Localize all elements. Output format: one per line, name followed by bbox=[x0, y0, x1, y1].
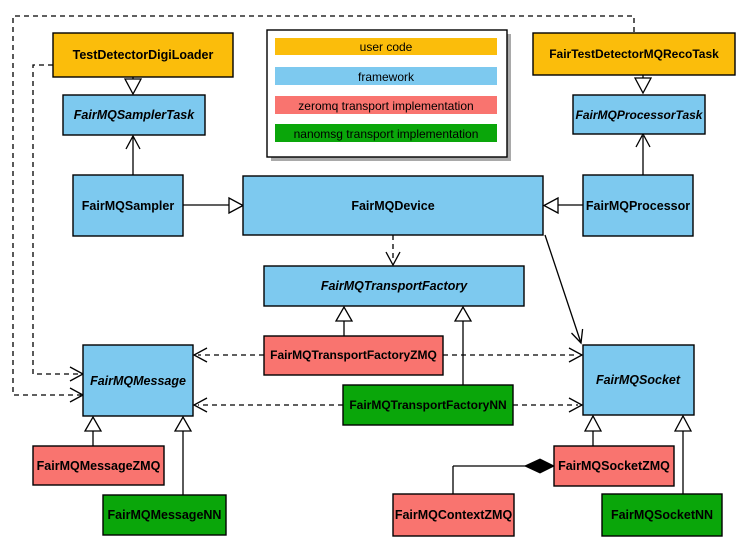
hollow-triangle-icon bbox=[583, 414, 603, 432]
node-fairmqmessagenn: FairMQMessageNN bbox=[102, 494, 227, 536]
node-label: FairMQTransportFactoryNN bbox=[349, 398, 506, 412]
edge-device-to-socket-association bbox=[544, 234, 584, 345]
node-label: FairMQSamplerTask bbox=[74, 108, 195, 122]
legend-label: user code bbox=[360, 40, 413, 54]
filled-diamond-icon bbox=[523, 458, 556, 474]
open-arrowhead-icon bbox=[125, 134, 141, 150]
edge-device-to-factory-dependency bbox=[385, 235, 401, 267]
edge-factoryzmq-to-message-dependency bbox=[192, 347, 264, 363]
node-fairmqsocketzmq: FairMQSocketZMQ bbox=[553, 445, 675, 487]
edge-factoryzmq-to-socket-dependency bbox=[443, 347, 584, 363]
open-arrowhead-icon bbox=[568, 347, 584, 363]
node-fairmqtransportfactoryzmq: FairMQTransportFactoryZMQ bbox=[263, 335, 444, 376]
edge-socketzmq-to-socket-inheritance bbox=[583, 414, 603, 446]
legend-swatch-zeromq bbox=[275, 96, 497, 114]
edge-messagenn-to-message-inheritance bbox=[173, 415, 193, 495]
hollow-triangle-icon bbox=[123, 78, 143, 96]
node-label: FairTestDetectorMQRecoTask bbox=[549, 47, 719, 61]
node-fairmqcontextzmq: FairMQContextZMQ bbox=[392, 493, 515, 537]
node-fairmqsocketnn: FairMQSocketNN bbox=[601, 493, 723, 537]
node-label: FairMQProcessorTask bbox=[576, 108, 704, 122]
node-label: FairMQSocketZMQ bbox=[558, 459, 670, 473]
node-label: FairMQMessage bbox=[90, 374, 186, 388]
node-label: FairMQSocketNN bbox=[611, 508, 713, 522]
legend-label: framework bbox=[358, 70, 415, 84]
node-fairmqmessage: FairMQMessage bbox=[82, 344, 194, 417]
hollow-triangle-icon bbox=[453, 305, 473, 322]
open-arrowhead-icon bbox=[192, 397, 208, 413]
node-label: FairMQSampler bbox=[82, 199, 175, 213]
hollow-triangle-icon bbox=[83, 415, 103, 432]
node-fairmqtransportfactory: FairMQTransportFactory bbox=[263, 265, 525, 307]
edge-factorynn-to-message-dependency bbox=[192, 397, 343, 413]
node-fairmqsampler: FairMQSampler bbox=[72, 174, 184, 237]
node-label: FairMQTransportFactoryZMQ bbox=[270, 348, 437, 362]
edge-tddl-to-samplertask-inheritance bbox=[123, 77, 143, 96]
hollow-triangle-icon bbox=[228, 196, 245, 215]
node-fairmqtransportfactorynn: FairMQTransportFactoryNN bbox=[342, 384, 514, 426]
hollow-triangle-icon bbox=[633, 77, 653, 95]
node-testdetectordigiloader: TestDetectorDigiLoader bbox=[52, 32, 234, 78]
node-fairmqprocessortask: FairMQProcessorTask bbox=[572, 94, 706, 135]
node-label: FairMQMessageNN bbox=[108, 508, 222, 522]
edge-factoryzmq-to-factory-inheritance bbox=[334, 305, 354, 336]
edge-socketnn-to-socket-inheritance bbox=[673, 414, 693, 494]
node-label: FairMQDevice bbox=[351, 199, 434, 213]
node-fairmqdevice: FairMQDevice bbox=[242, 175, 544, 236]
hollow-triangle-icon bbox=[334, 305, 354, 322]
node-label: FairMQProcessor bbox=[586, 199, 690, 213]
edge-sampler-to-samplertask-association bbox=[125, 134, 141, 175]
node-fairmqprocessor: FairMQProcessor bbox=[582, 174, 694, 237]
open-arrowhead-icon bbox=[568, 397, 584, 413]
node-label: FairMQContextZMQ bbox=[395, 508, 513, 522]
edge-factorynn-to-factory-inheritance bbox=[453, 305, 473, 385]
open-arrowhead-icon bbox=[192, 347, 208, 363]
legend-swatch-nanomsg bbox=[275, 124, 497, 142]
node-label: FairMQSocket bbox=[596, 373, 681, 387]
open-arrowhead-icon bbox=[571, 328, 584, 345]
edge-socketzmq-contextzmq-composition bbox=[452, 458, 556, 494]
edge-processor-to-device-inheritance bbox=[542, 196, 583, 215]
legend-swatch-user-code bbox=[275, 38, 497, 55]
edge-recotask-to-processortask-inheritance bbox=[633, 75, 653, 95]
hollow-triangle-icon bbox=[542, 196, 559, 215]
node-fairmqmessagezmq: FairMQMessageZMQ bbox=[32, 445, 165, 486]
node-fairmqsamplertask: FairMQSamplerTask bbox=[62, 94, 206, 136]
node-label: FairMQMessageZMQ bbox=[37, 459, 161, 473]
legend: user code framework zeromq transport imp… bbox=[266, 29, 511, 161]
node-label: FairMQTransportFactory bbox=[321, 279, 468, 293]
edge-messagezmq-to-message-inheritance bbox=[83, 415, 103, 446]
node-fairtestdetectormqrecotask: FairTestDetectorMQRecoTask bbox=[532, 32, 736, 76]
edge-factorynn-to-socket-dependency bbox=[513, 397, 584, 413]
node-fairmqsocket: FairMQSocket bbox=[582, 344, 695, 416]
node-label: TestDetectorDigiLoader bbox=[73, 48, 214, 62]
legend-label: nanomsg transport implementation bbox=[294, 127, 479, 141]
hollow-triangle-icon bbox=[173, 415, 193, 432]
legend-label: zeromq transport implementation bbox=[298, 99, 473, 113]
legend-swatch-framework bbox=[275, 67, 497, 85]
open-arrowhead-icon bbox=[385, 251, 401, 267]
hollow-triangle-icon bbox=[673, 414, 693, 432]
edge-processor-to-processortask-association bbox=[635, 132, 651, 175]
edge-sampler-to-device-inheritance bbox=[183, 196, 245, 215]
